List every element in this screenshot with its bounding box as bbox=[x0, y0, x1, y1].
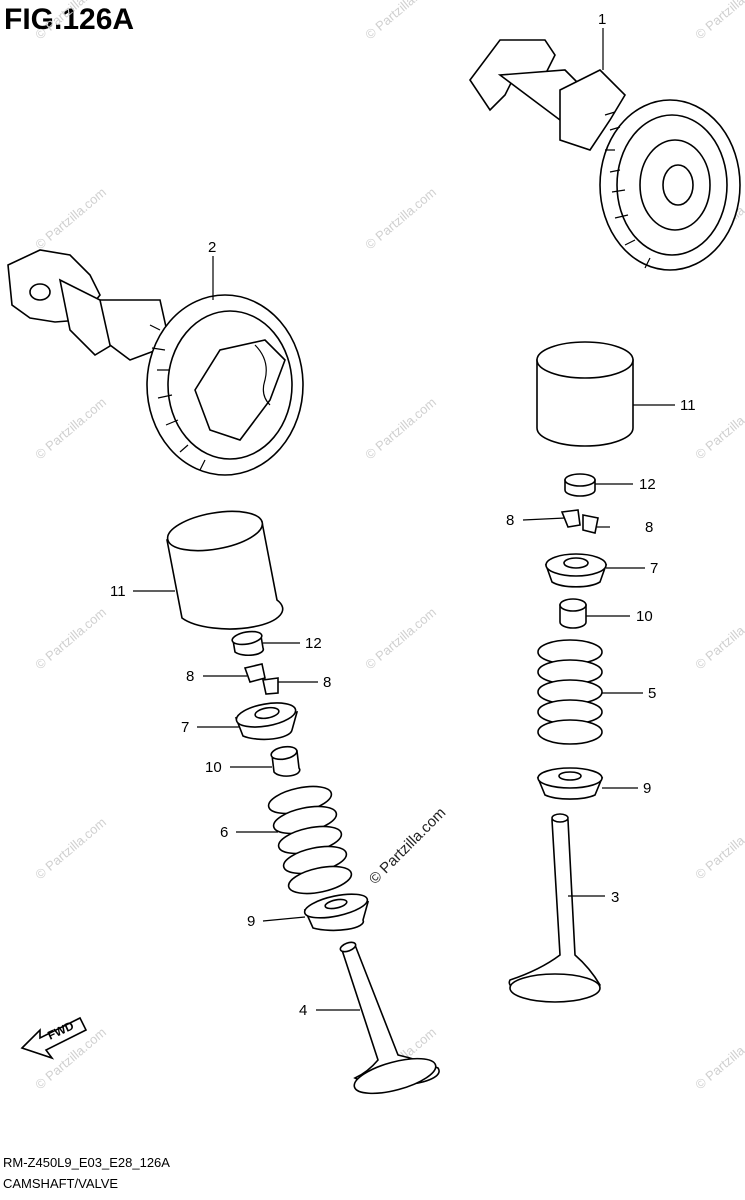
callout-11-left: 11 bbox=[110, 583, 126, 600]
callout-10-left: 10 bbox=[205, 759, 222, 776]
figure-code: RM-Z450L9_E03_E28_126A bbox=[3, 1155, 170, 1170]
figure-title: FIG.126A bbox=[4, 3, 135, 36]
center-watermark: © Partzilla.com bbox=[366, 804, 449, 887]
callout-7-left: 7 bbox=[181, 719, 189, 736]
watermark: © Partzilla.com bbox=[32, 0, 109, 42]
watermark: © Partzilla.com bbox=[692, 1024, 745, 1092]
callout-1: 1 bbox=[598, 11, 606, 28]
watermark: © Partzilla.com bbox=[362, 0, 439, 42]
callout-8-right-a: 8 bbox=[506, 512, 514, 529]
leader-lines bbox=[133, 28, 675, 1011]
callout-8-right-b: 8 bbox=[645, 519, 653, 536]
valve-right bbox=[508, 813, 601, 1003]
callout-labels: 1 2 11 12 8 8 7 10 5 9 3 11 12 8 8 7 10 … bbox=[110, 11, 696, 1019]
watermark: © Partzilla.com bbox=[362, 184, 439, 252]
retainer-left bbox=[234, 702, 299, 741]
cotter-left bbox=[243, 663, 279, 695]
spring-seat-left bbox=[303, 893, 370, 932]
callout-9-right: 9 bbox=[643, 780, 651, 797]
tappet-left bbox=[166, 510, 284, 630]
cotter-right bbox=[560, 509, 599, 534]
camshaft-exhaust bbox=[469, 39, 741, 271]
watermark: © Partzilla.com bbox=[692, 394, 745, 462]
watermark: © Partzilla.com bbox=[362, 394, 439, 462]
callout-4: 4 bbox=[299, 1002, 307, 1019]
camshaft-intake bbox=[7, 249, 304, 476]
section-name: CAMSHAFT/VALVE bbox=[3, 1176, 119, 1191]
callout-12-right: 12 bbox=[639, 476, 656, 493]
tappet-right bbox=[536, 341, 634, 447]
retainer-right bbox=[544, 553, 608, 588]
seal-left bbox=[270, 745, 301, 777]
callout-9-left: 9 bbox=[247, 913, 255, 930]
seal-right bbox=[559, 598, 587, 629]
watermark: © Partzilla.com bbox=[32, 604, 109, 672]
callout-8-left-b: 8 bbox=[323, 674, 331, 691]
callout-7-right: 7 bbox=[650, 560, 658, 577]
watermark: © Partzilla.com bbox=[692, 604, 745, 672]
callout-11-right: 11 bbox=[680, 397, 696, 414]
callout-10-right: 10 bbox=[636, 608, 653, 625]
shim-left bbox=[231, 630, 265, 657]
callout-2: 2 bbox=[208, 239, 216, 256]
watermark: © Partzilla.com bbox=[32, 394, 109, 462]
watermark: © Partzilla.com bbox=[32, 184, 109, 252]
callout-6: 6 bbox=[220, 824, 228, 841]
spring-seat-right bbox=[536, 767, 604, 800]
watermark: © Partzilla.com bbox=[32, 814, 109, 882]
watermark: © Partzilla.com bbox=[362, 604, 439, 672]
callout-5: 5 bbox=[648, 685, 656, 702]
spring-right bbox=[537, 639, 603, 745]
spring-left bbox=[267, 785, 353, 895]
shim-right bbox=[564, 473, 596, 497]
callout-3: 3 bbox=[611, 889, 619, 906]
watermark: © Partzilla.com bbox=[692, 0, 745, 42]
callout-12-left: 12 bbox=[305, 635, 322, 652]
valve-left bbox=[339, 941, 440, 1095]
callout-8-left-a: 8 bbox=[186, 668, 194, 685]
watermark: © Partzilla.com bbox=[692, 814, 745, 882]
